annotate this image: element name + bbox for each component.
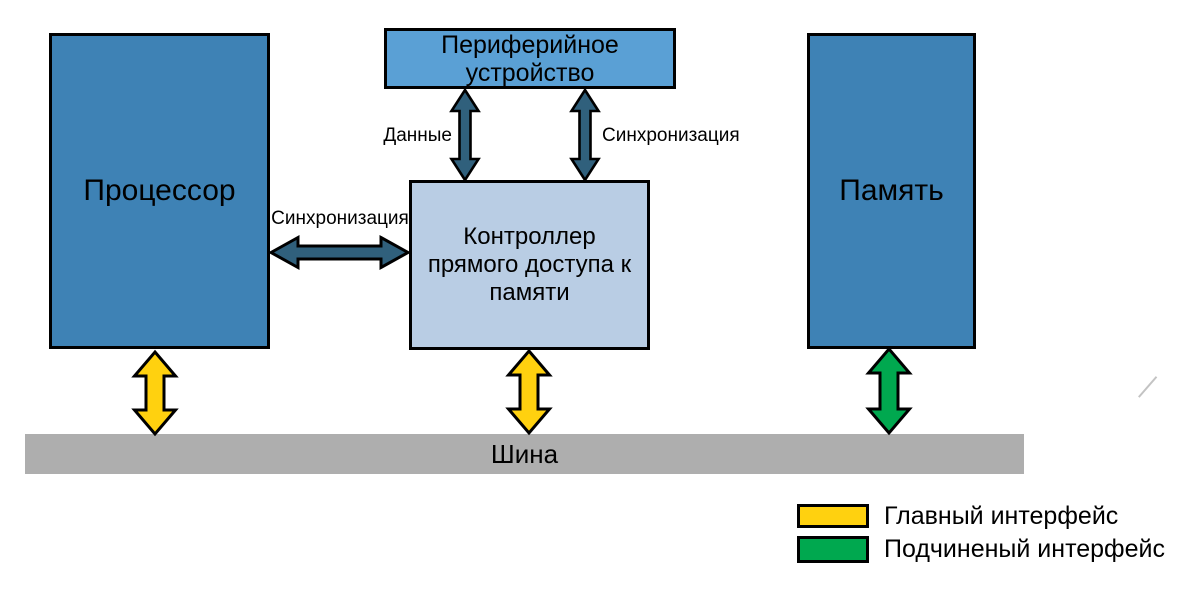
data-edge-label: Данные — [383, 125, 452, 146]
sync-edge-label-left: Синхронизация — [271, 208, 409, 229]
sync-arrow-horizontal-icon — [267, 234, 412, 271]
memory-box: Память — [807, 33, 976, 349]
processor-box: Процессор — [49, 33, 270, 349]
data-arrow-icon — [449, 87, 481, 183]
peripheral-device-box: Периферийное устройство — [384, 28, 676, 89]
sync-arrow-vertical-icon — [569, 87, 601, 183]
stray-mark — [1138, 376, 1157, 398]
legend-master-label: Главный интерфейс — [884, 502, 1119, 530]
dma-controller-box: Контроллер прямого доступа к памяти — [409, 180, 650, 350]
sync-edge-label-top: Синхронизация — [602, 125, 740, 146]
bus-bar: Шина — [25, 434, 1024, 474]
memory-label: Память — [839, 174, 944, 207]
bus-label: Шина — [490, 438, 559, 469]
legend-slave-label: Подчиненый интерфейс — [884, 535, 1165, 563]
processor-bus-arrow-icon — [131, 349, 179, 437]
legend-master-swatch — [797, 504, 869, 528]
dma-bus-arrow-icon — [505, 348, 553, 436]
dma-controller-label: Контроллер прямого доступа к памяти — [427, 222, 632, 307]
legend-slave-swatch — [797, 536, 869, 563]
processor-label: Процессор — [83, 174, 236, 207]
peripheral-device-label: Периферийное устройство — [441, 30, 619, 87]
memory-bus-arrow-icon — [865, 346, 913, 436]
